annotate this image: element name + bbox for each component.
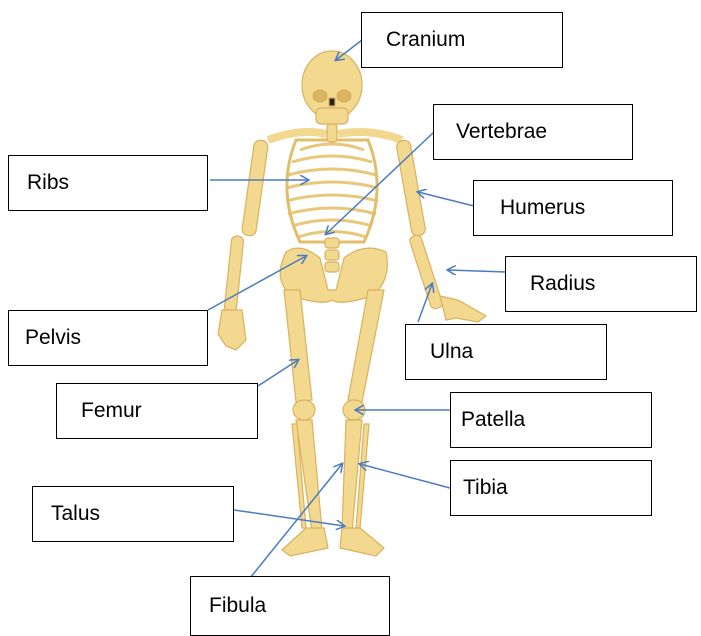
humerus-left [241, 139, 268, 236]
arrow-femur [258, 360, 298, 386]
label-pelvis: Pelvis [8, 310, 208, 366]
patella-left [293, 400, 315, 420]
rib-cage [286, 144, 378, 237]
spine [325, 124, 339, 272]
arrow-talus [234, 510, 344, 526]
foot-right [340, 528, 384, 556]
label-femur: Femur [56, 383, 258, 439]
label-ribs: Ribs [8, 155, 208, 211]
arrow-humerus [418, 192, 474, 206]
arrow-tibia [360, 464, 450, 488]
label-fibula: Fibula [190, 576, 390, 636]
label-patella: Patella [450, 392, 652, 448]
femur-left [284, 290, 312, 402]
arrow-fibula [250, 464, 342, 578]
forearm-left [224, 236, 244, 313]
femur-right [348, 290, 384, 402]
label-humerus: Humerus [473, 180, 673, 236]
hand-right [440, 296, 486, 322]
label-talus: Talus [32, 486, 234, 542]
label-cranium: Cranium [361, 12, 563, 68]
label-vertebrae: Vertebrae [433, 104, 633, 160]
foot-left [282, 528, 328, 556]
label-tibia: Tibia [450, 460, 652, 516]
skull [302, 51, 362, 124]
label-ulna: Ulna [405, 324, 607, 380]
arrow-radius [448, 270, 506, 272]
label-radius: Radius [505, 256, 697, 312]
hand-left [218, 310, 246, 350]
